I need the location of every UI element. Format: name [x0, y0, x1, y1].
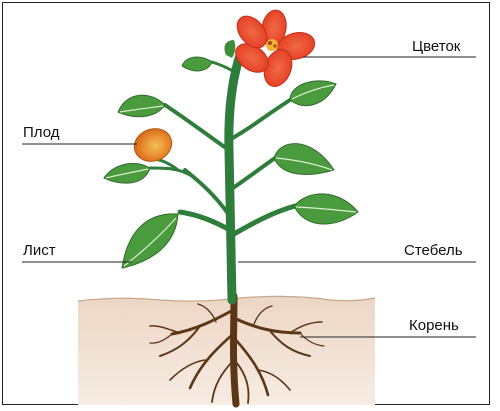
leaf-upper-right: [290, 81, 336, 106]
label-flower: Цветок: [412, 38, 460, 56]
leaf-lower-left: [122, 214, 178, 268]
stem: [150, 55, 295, 300]
leaf-mid-right: [274, 144, 334, 175]
label-fruit: Плод: [23, 124, 59, 142]
fruit: [130, 123, 178, 170]
leaf-upper-left: [118, 95, 165, 117]
leader-lines: [22, 57, 476, 337]
leaf-mid-left: [104, 163, 150, 183]
label-leaf: Лист: [23, 242, 56, 260]
leaf-top-left: [182, 57, 212, 71]
label-stem: Стебель: [404, 242, 463, 260]
label-root: Корень: [409, 317, 459, 335]
leaf-lower-right: [294, 194, 358, 224]
